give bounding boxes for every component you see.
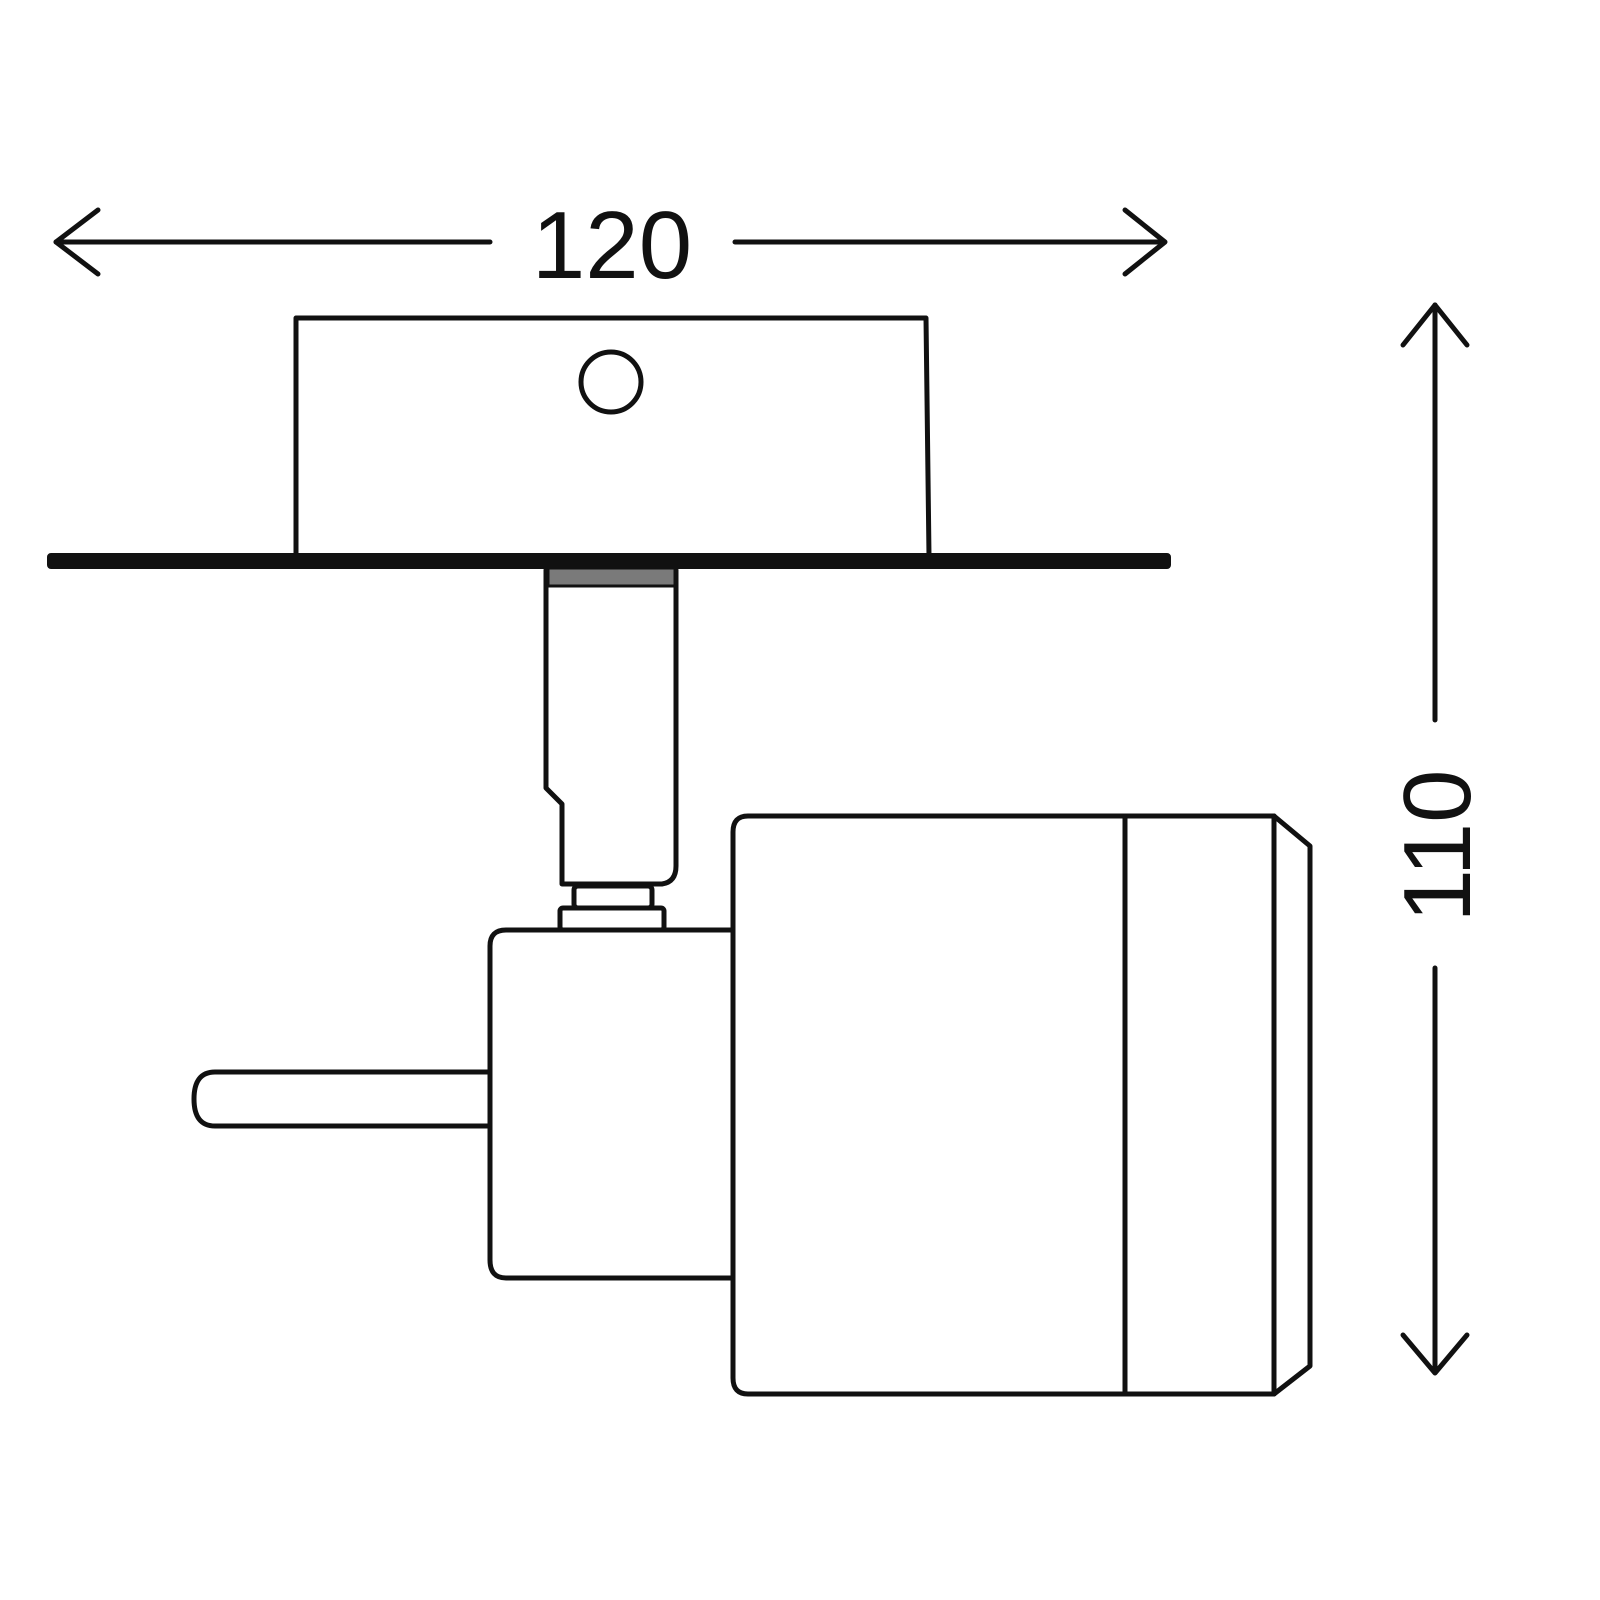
stem-outline bbox=[543, 567, 679, 887]
mounting-box-outline bbox=[293, 315, 932, 559]
width-dimension: 120 bbox=[53, 192, 1168, 299]
stem-collar bbox=[546, 566, 678, 588]
stem bbox=[543, 566, 679, 933]
width-dimension-label: 120 bbox=[532, 192, 692, 299]
lamp-head bbox=[730, 813, 1313, 1397]
height-dimension: 110 bbox=[1384, 302, 1491, 1376]
top-arrow-icon bbox=[1400, 302, 1470, 348]
left-arrow-icon bbox=[53, 207, 101, 277]
adjustment-knob bbox=[191, 1069, 491, 1129]
right-arrow-icon bbox=[1122, 207, 1168, 277]
stem-joint-upper bbox=[571, 883, 655, 911]
height-dimension-label: 110 bbox=[1384, 769, 1491, 922]
base-plate bbox=[47, 553, 1171, 569]
lamp-holder-block bbox=[487, 927, 736, 1281]
mounting-box bbox=[293, 315, 932, 559]
lamp-head-body bbox=[730, 813, 1277, 1397]
lamp-head-bevel bbox=[1271, 813, 1313, 1397]
screw-hole-icon bbox=[578, 349, 644, 415]
bottom-arrow-icon bbox=[1400, 1332, 1470, 1376]
stem-joint-lower bbox=[557, 905, 667, 933]
